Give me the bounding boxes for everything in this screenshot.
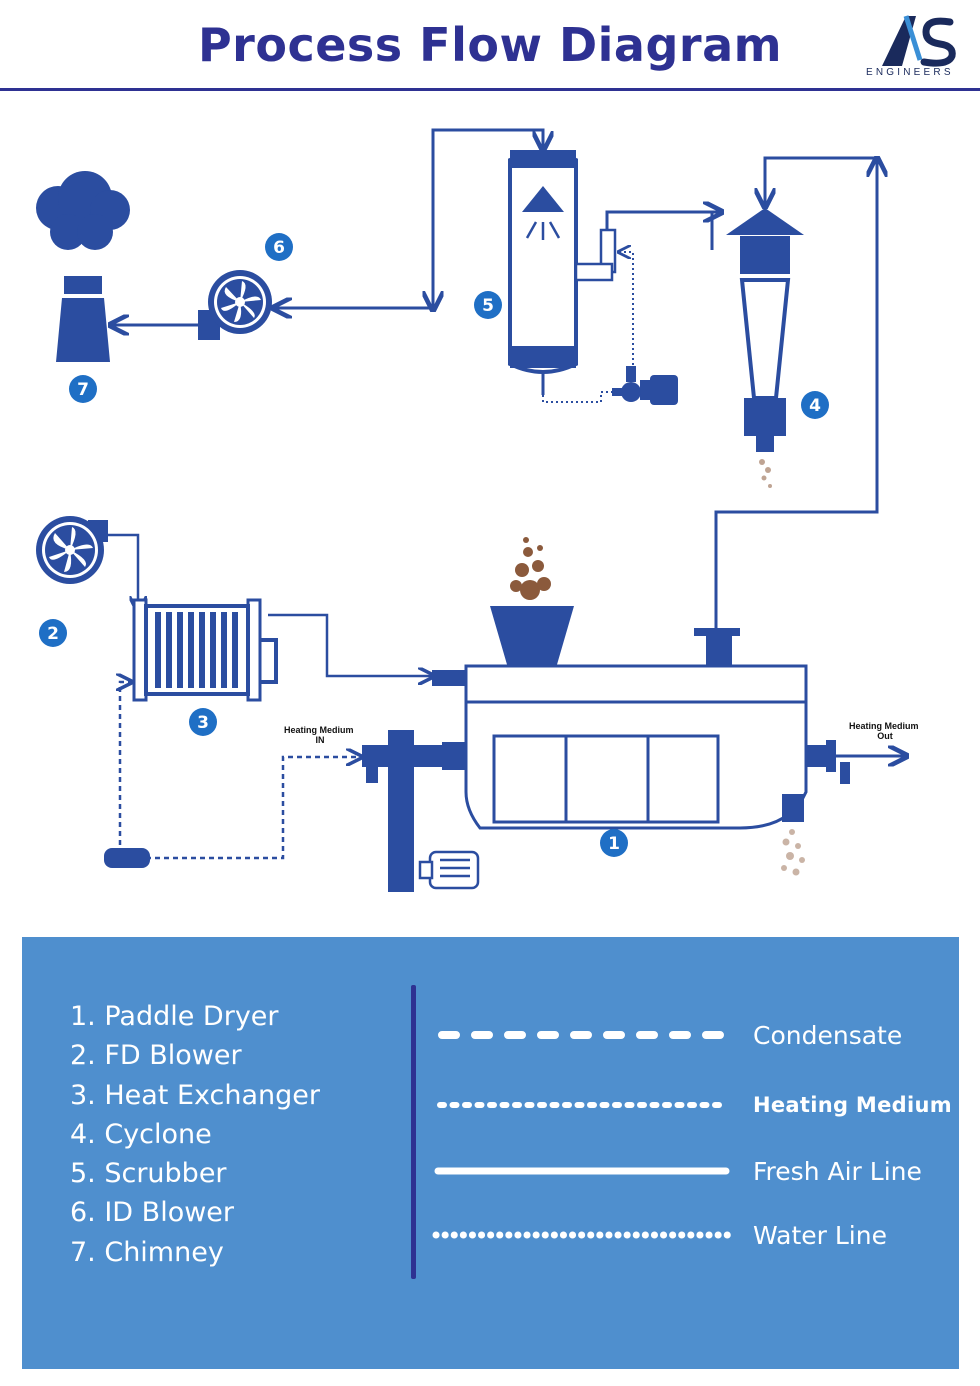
- fine-dashed-line-swatch: [437, 1102, 729, 1108]
- process-diagram: Heating Medium IN Heating Medium Out 1 2…: [36, 128, 921, 892]
- line-key-condensate: Condensate: [432, 1015, 952, 1055]
- smoke-cloud-icon: [36, 171, 130, 250]
- fresh-air-lines: [108, 533, 432, 676]
- legend-divider: [411, 985, 416, 1279]
- line-key-fresh-air: Fresh Air Line: [432, 1151, 952, 1191]
- line-key-water: Water Line: [432, 1215, 952, 1255]
- svg-text:3: 3: [197, 713, 209, 733]
- fan-icon: [49, 527, 93, 572]
- id-blower: [198, 270, 272, 340]
- inlet-elbow: [574, 228, 617, 282]
- line-key-label: Condensate: [753, 1021, 903, 1050]
- cyclone: [726, 208, 804, 488]
- dotted-line-swatch: [432, 1231, 732, 1239]
- paddle-dryer: [362, 537, 850, 892]
- solid-line-swatch: [434, 1167, 730, 1175]
- header-divider: [0, 88, 980, 91]
- svg-text:5: 5: [482, 296, 494, 316]
- legend-panel: 1. Paddle Dryer 2. FD Blower 3. Heat Exc…: [22, 937, 959, 1369]
- heating-medium-lines: [120, 682, 360, 860]
- svg-text:6: 6: [273, 238, 285, 258]
- line-key-label: Heating Medium: [753, 1093, 952, 1117]
- badge-7: 7: [69, 375, 97, 403]
- svg-text:7: 7: [77, 380, 89, 400]
- dried-product: [781, 829, 805, 876]
- equipment-item: 2. FD Blower: [70, 1040, 242, 1072]
- spray-nozzle-icon: [522, 186, 564, 212]
- svg-text:1: 1: [608, 834, 620, 854]
- equipment-item: 4. Cyclone: [70, 1118, 212, 1150]
- chimney: [36, 171, 130, 362]
- badge-1: 1: [600, 829, 628, 857]
- equipment-item: 7. Chimney: [70, 1236, 224, 1268]
- scrubber: [508, 150, 678, 405]
- flue-gas-lines: [112, 128, 877, 630]
- line-key-label: Fresh Air Line: [753, 1157, 922, 1186]
- heating-out-label: Heating Medium Out: [849, 721, 921, 741]
- badge-3: 3: [189, 708, 217, 736]
- line-key-label: Water Line: [753, 1221, 887, 1250]
- badge-4: 4: [801, 391, 829, 419]
- line-key-heating-medium: Heating Medium: [432, 1085, 952, 1125]
- fd-blower: [36, 516, 108, 584]
- fan-icon: [221, 281, 261, 322]
- badge-5: 5: [474, 291, 502, 319]
- equipment-item: 6. ID Blower: [70, 1197, 235, 1229]
- dashed-line-swatch: [438, 1031, 728, 1039]
- badge-2: 2: [39, 619, 67, 647]
- company-logo: [882, 15, 956, 67]
- page-title: Process Flow Diagram: [197, 18, 783, 72]
- water-pump-icon: [612, 366, 678, 405]
- condensate-tank: [104, 848, 150, 868]
- heat-exchanger: [132, 598, 278, 702]
- feed-product: [510, 537, 551, 600]
- equipment-item: 5. Scrubber: [70, 1158, 227, 1190]
- dust-discharge: [759, 459, 772, 488]
- equipment-item: 1. Paddle Dryer: [70, 1001, 279, 1032]
- badge-6: 6: [265, 233, 293, 261]
- equipment-item: 3. Heat Exchanger: [70, 1079, 321, 1111]
- motor-icon: [418, 850, 480, 890]
- svg-text:4: 4: [809, 396, 821, 416]
- svg-text:2: 2: [47, 624, 59, 644]
- equipment-list: 1. Paddle Dryer 2. FD Blower 3. Heat Exc…: [70, 997, 320, 1272]
- header: Process Flow Diagram ENGINEERS: [0, 0, 980, 91]
- logo-subtitle: ENGINEERS: [866, 67, 954, 78]
- heating-in-label: Heating Medium IN: [284, 725, 356, 745]
